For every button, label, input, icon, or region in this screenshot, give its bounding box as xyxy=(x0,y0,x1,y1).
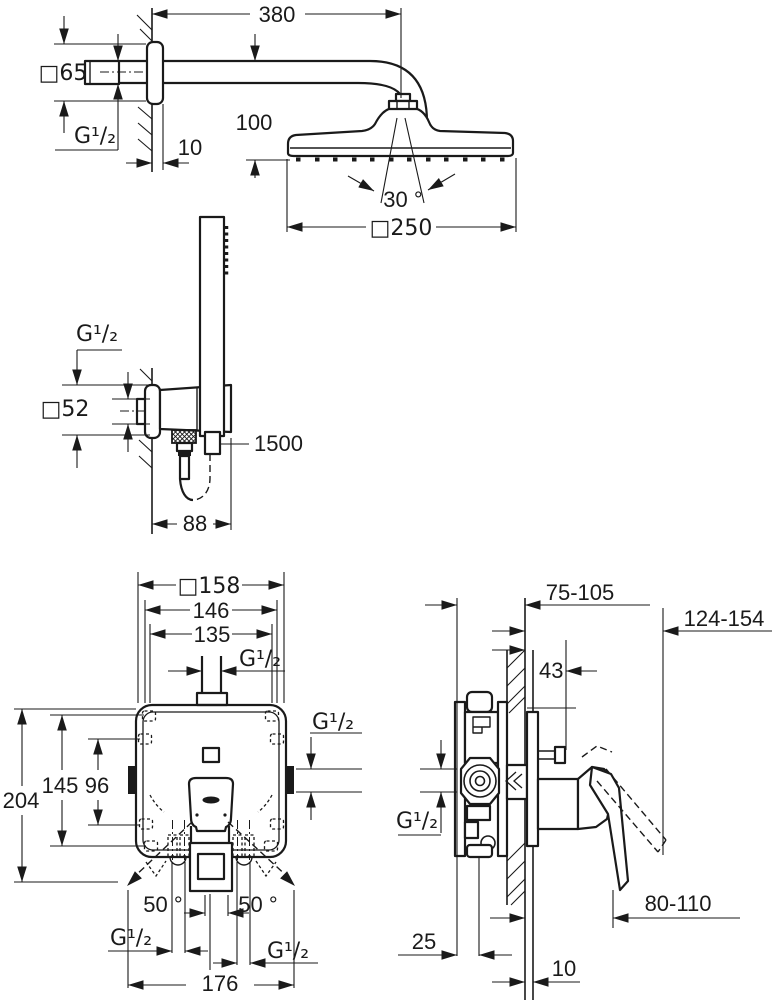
knurled-nut xyxy=(171,429,197,444)
union-nut xyxy=(459,756,501,806)
cartridge-through-wall xyxy=(505,710,580,848)
dimensions-side xyxy=(398,598,772,987)
dim-depth-25: 25 xyxy=(412,929,436,954)
spray-nozzles xyxy=(296,157,505,162)
dim-screw-depth: 43 xyxy=(539,658,563,683)
inlet-pipe-top xyxy=(195,656,229,707)
dimensions-front-top xyxy=(137,572,285,703)
dimensions-top xyxy=(54,8,517,232)
trim-sleeve xyxy=(536,777,580,831)
dim-thread-top: G¹/₂ xyxy=(74,124,116,149)
dimensions-front-bottom xyxy=(108,862,318,990)
hose-end-stub xyxy=(203,430,222,456)
shower-head xyxy=(286,92,515,162)
hose xyxy=(178,478,194,502)
hand-shower-view: G¹/₂ □52 1500 88 xyxy=(41,215,303,536)
lever-mouth xyxy=(202,796,220,804)
center-opening xyxy=(201,746,221,764)
lever-handle-front xyxy=(187,776,235,893)
dim-thread-front-top: G¹/₂ xyxy=(239,647,281,672)
dim-wall-offset: 10 xyxy=(178,135,202,160)
dimensions-middle xyxy=(62,349,249,530)
dim-height-145: 145 xyxy=(42,773,79,798)
dim-lever-range: 80-110 xyxy=(645,891,712,916)
dim-angle-right: 50 ° xyxy=(238,892,277,917)
side-port-left xyxy=(128,766,135,794)
hose-connection xyxy=(171,429,222,502)
mixer-front-view: □158 146 135 G¹/₂ G¹/₂ 204 145 96 50 ° 5… xyxy=(3,572,362,996)
mixer-side-view: 75-105 124-154 43 G¹/₂ 80-110 25 10 xyxy=(396,580,772,1000)
dim-escutcheon-52: □52 xyxy=(41,397,90,422)
dim-height-96: 96 xyxy=(85,773,109,798)
dim-width-146: 146 xyxy=(193,598,230,623)
dim-thread-bottom-right: G¹/₂ xyxy=(267,939,309,964)
dim-thread-front-right: G¹/₂ xyxy=(312,710,354,735)
dim-plate-size: □158 xyxy=(178,574,241,599)
dim-height-204: 204 xyxy=(3,788,40,813)
dim-escutcheon-65: □65 xyxy=(39,61,88,86)
swing-range-lines xyxy=(127,794,295,886)
side-port-right xyxy=(287,766,294,794)
dim-head-height: 100 xyxy=(236,110,273,135)
head-shower-view: 380 □65 G¹/₂ 10 100 30 ° □250 xyxy=(39,2,517,241)
dim-angle-left: 50 ° xyxy=(143,892,182,917)
dim-tile-10: 10 xyxy=(552,956,576,981)
rough-in-body-side xyxy=(453,690,509,859)
wall-escutcheon xyxy=(145,40,165,106)
dim-width-135: 135 xyxy=(194,622,231,647)
trim-plate xyxy=(525,710,540,848)
lever-handle-side xyxy=(576,745,667,892)
dimensions-front-left xyxy=(14,708,146,883)
dim-thread-bottom-left: G¹/₂ xyxy=(110,926,152,951)
dim-width-176: 176 xyxy=(202,971,239,996)
dim-depth-range: 75-105 xyxy=(546,580,615,605)
dim-head-size: □250 xyxy=(370,216,433,241)
dim-thread-side: G¹/₂ xyxy=(396,809,438,834)
dim-thread-mid: G¹/₂ xyxy=(76,322,118,347)
dimensions-front-right xyxy=(296,732,362,820)
dim-handle-range: 124-154 xyxy=(684,606,765,631)
swivel-angle-lines xyxy=(347,117,456,204)
hand-shower xyxy=(198,215,229,438)
dim-projection: 88 xyxy=(183,511,207,536)
ball-joint-nut xyxy=(387,99,419,111)
handle-base xyxy=(188,841,234,893)
wall-escutcheon-mid xyxy=(143,383,162,440)
supply-stub xyxy=(83,59,150,86)
dim-hose-length: 1500 xyxy=(254,431,303,456)
dim-arm-length: 380 xyxy=(259,2,296,27)
set-screw xyxy=(553,745,567,765)
dim-swivel-angle: 30 ° xyxy=(383,187,422,212)
